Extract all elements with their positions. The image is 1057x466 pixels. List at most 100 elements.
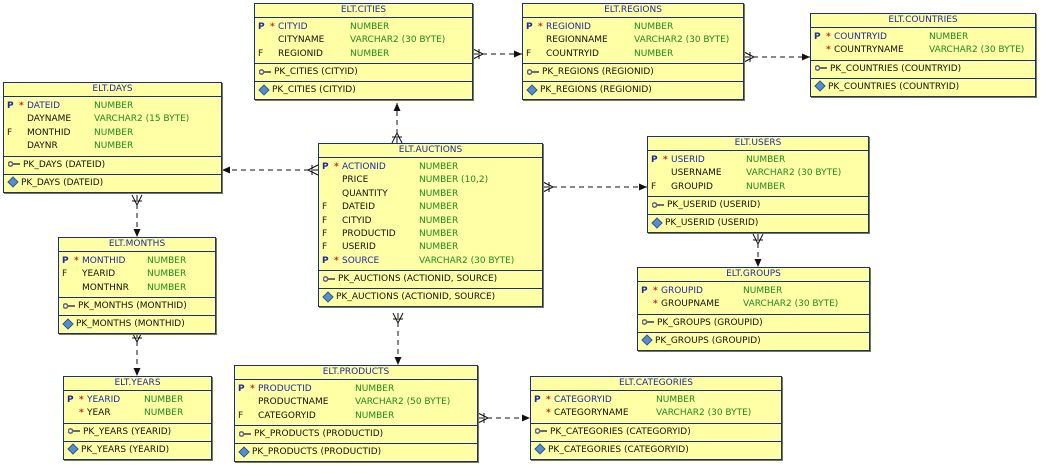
index-row[interactable]: PK_YEARS (YEARID) [64,442,211,459]
key-flag: P [238,384,245,394]
column-name: DATEID [342,202,375,213]
column-type: NUMBER [94,101,134,111]
index-row[interactable]: PK_COUNTRIES (COUNTRYID) [811,79,1035,96]
index-diamond-icon [67,443,79,455]
mandatory-marker: * [79,408,84,419]
index-diamond-icon [238,446,250,458]
primary-key-row[interactable]: PK_CATEGORIES (CATEGORYID) [531,424,781,442]
primary-key-row[interactable]: PK_USERID (USERID) [648,197,868,216]
key-flag: F [651,181,657,192]
column-name: GROUPNAME [661,299,720,310]
primary-key-row[interactable]: PK_YEARS (YEARID) [64,424,211,442]
column-name: YEARID [82,269,116,280]
index-row[interactable]: PK_DAYS (DATEID) [4,175,221,192]
index-row[interactable]: PK_CITIES (CITYID) [255,82,472,99]
primary-key-row[interactable]: PK_COUNTRIES (COUNTRYID) [811,61,1035,79]
index-row[interactable]: PK_GROUPS (GROUPID) [638,333,869,350]
index-row[interactable]: PK_AUCTIONS (ACTIONID, SOURCE) [319,289,542,306]
primary-key-row[interactable]: PK_MONTHS (MONTHID) [59,298,215,317]
primary-key-label: PK_REGIONS (REGIONID) [542,67,654,78]
index-diamond-icon [62,318,74,330]
index-row[interactable]: PK_PRODUCTS (PRODUCTID) [235,444,477,461]
primary-key-row[interactable]: PK_CITIES (CITYID) [255,64,472,83]
index-diamond-icon [322,290,334,303]
mandatory-marker: * [826,45,831,56]
index-row[interactable]: PK_USERID (USERID) [648,215,868,232]
primary-key-row[interactable]: PK_PRODUCTS (PRODUCTID) [235,426,477,445]
link-auctions-users [542,181,647,193]
key-flag: P [534,395,541,405]
mandatory-marker: * [270,22,275,32]
column-name: SOURCE [342,255,380,266]
column-name: USERID [342,242,376,253]
primary-key-row[interactable]: PK_AUCTIONS (ACTIONID, SOURCE) [319,271,542,290]
key-flag: P [322,162,329,172]
column-type: NUMBER [147,282,187,293]
key-icon [535,428,547,435]
index-row[interactable]: PK_MONTHS (MONTHID) [59,316,215,333]
primary-key-label: PK_AUCTIONS (ACTIONID, SOURCE) [338,274,498,285]
key-icon [527,68,539,75]
index-row[interactable]: PK_CATEGORIES (CATEGORYID) [531,442,781,459]
primary-key-row[interactable]: PK_REGIONS (REGIONID) [523,64,743,83]
primary-key-row[interactable]: PK_GROUPS (GROUPID) [638,315,869,333]
column-name: CATEGORYID [554,395,612,405]
column-name: USERID [671,155,705,165]
index-row[interactable]: PK_REGIONS (REGIONID) [523,82,743,99]
column-name: REGIONNAME [546,35,608,46]
column-name: REGIONID [546,22,591,32]
column-type: NUMBER [419,242,459,253]
key-icon [259,68,271,75]
mandatory-marker: * [250,384,255,394]
primary-key-row[interactable]: PK_DAYS (DATEID) [4,157,221,175]
column-type: VARCHAR2 (30 BYTE) [743,299,839,310]
key-flag: F [322,215,328,226]
